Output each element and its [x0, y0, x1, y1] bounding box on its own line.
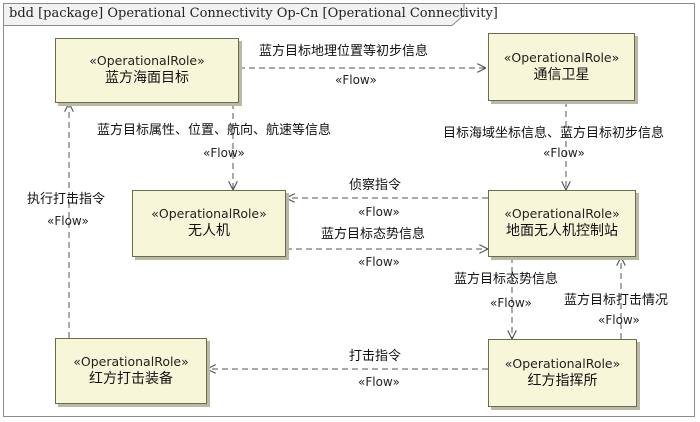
flow-stereotype-ground-to-uav: «Flow»: [358, 205, 400, 219]
block-uav[interactable]: «OperationalRole» 无人机: [132, 190, 286, 257]
flow-label-uav-to-ground: 蓝方目标态势信息: [321, 227, 426, 242]
block-stereotype: «OperationalRole»: [151, 206, 267, 221]
flow-stereotype-target-to-satellite: «Flow»: [335, 73, 377, 87]
flow-label-ground-to-uav: 侦察指令: [349, 178, 402, 193]
block-red-command-post[interactable]: «OperationalRole» 红方指挥所: [488, 339, 637, 407]
block-name: 红方指挥所: [527, 372, 598, 389]
block-red-strike-equipment[interactable]: «OperationalRole» 红方打击装备: [55, 338, 207, 404]
block-name: 地面无人机控制站: [506, 223, 618, 239]
flow-stereotype-ground-to-command: «Flow»: [490, 296, 532, 310]
block-name: 通信卫星: [533, 66, 590, 83]
block-name: 红方打击装备: [89, 370, 173, 387]
block-blue-sea-target[interactable]: «OperationalRole» 蓝方海面目标: [55, 38, 239, 103]
block-comm-satellite[interactable]: «OperationalRole» 通信卫星: [488, 33, 635, 101]
flow-label-satellite-to-ground: 目标海域坐标信息、蓝方目标初步信息: [443, 126, 665, 141]
flow-stereotype-command-to-strike: «Flow»: [358, 375, 400, 389]
flow-label-ground-to-command: 蓝方目标态势信息: [454, 272, 559, 287]
flow-stereotype-satellite-to-ground: «Flow»: [543, 146, 585, 160]
block-name: 蓝方海面目标: [105, 70, 189, 86]
block-stereotype: «OperationalRole»: [73, 353, 189, 369]
flow-label-strike-to-target: 执行打击指令: [27, 192, 106, 207]
flow-stereotype-command-to-ground: «Flow»: [598, 313, 640, 327]
flow-stereotype-uav-to-ground: «Flow»: [358, 255, 400, 269]
block-ground-uav-control[interactable]: «OperationalRole» 地面无人机控制站: [488, 190, 636, 257]
diagram-title: bdd [package] Operational Connectivity O…: [9, 6, 498, 21]
flow-label-command-to-strike: 打击指令: [349, 349, 402, 364]
block-stereotype: «OperationalRole»: [503, 49, 620, 65]
flow-stereotype-target-to-uav: «Flow»: [203, 146, 245, 160]
block-name: 无人机: [188, 223, 230, 239]
flow-stereotype-strike-to-target: «Flow»: [47, 214, 89, 228]
block-stereotype: «OperationalRole»: [504, 355, 621, 371]
title-tab-shape: [3, 3, 465, 26]
flow-label-target-to-satellite: 蓝方目标地理位置等初步信息: [259, 44, 429, 59]
block-stereotype: «OperationalRole»: [504, 206, 620, 221]
flow-label-command-to-ground: 蓝方目标打击情况: [564, 293, 669, 308]
block-stereotype: «OperationalRole»: [89, 53, 205, 68]
flow-label-target-to-uav: 蓝方目标属性、位置、航向、航速等信息: [97, 123, 332, 138]
